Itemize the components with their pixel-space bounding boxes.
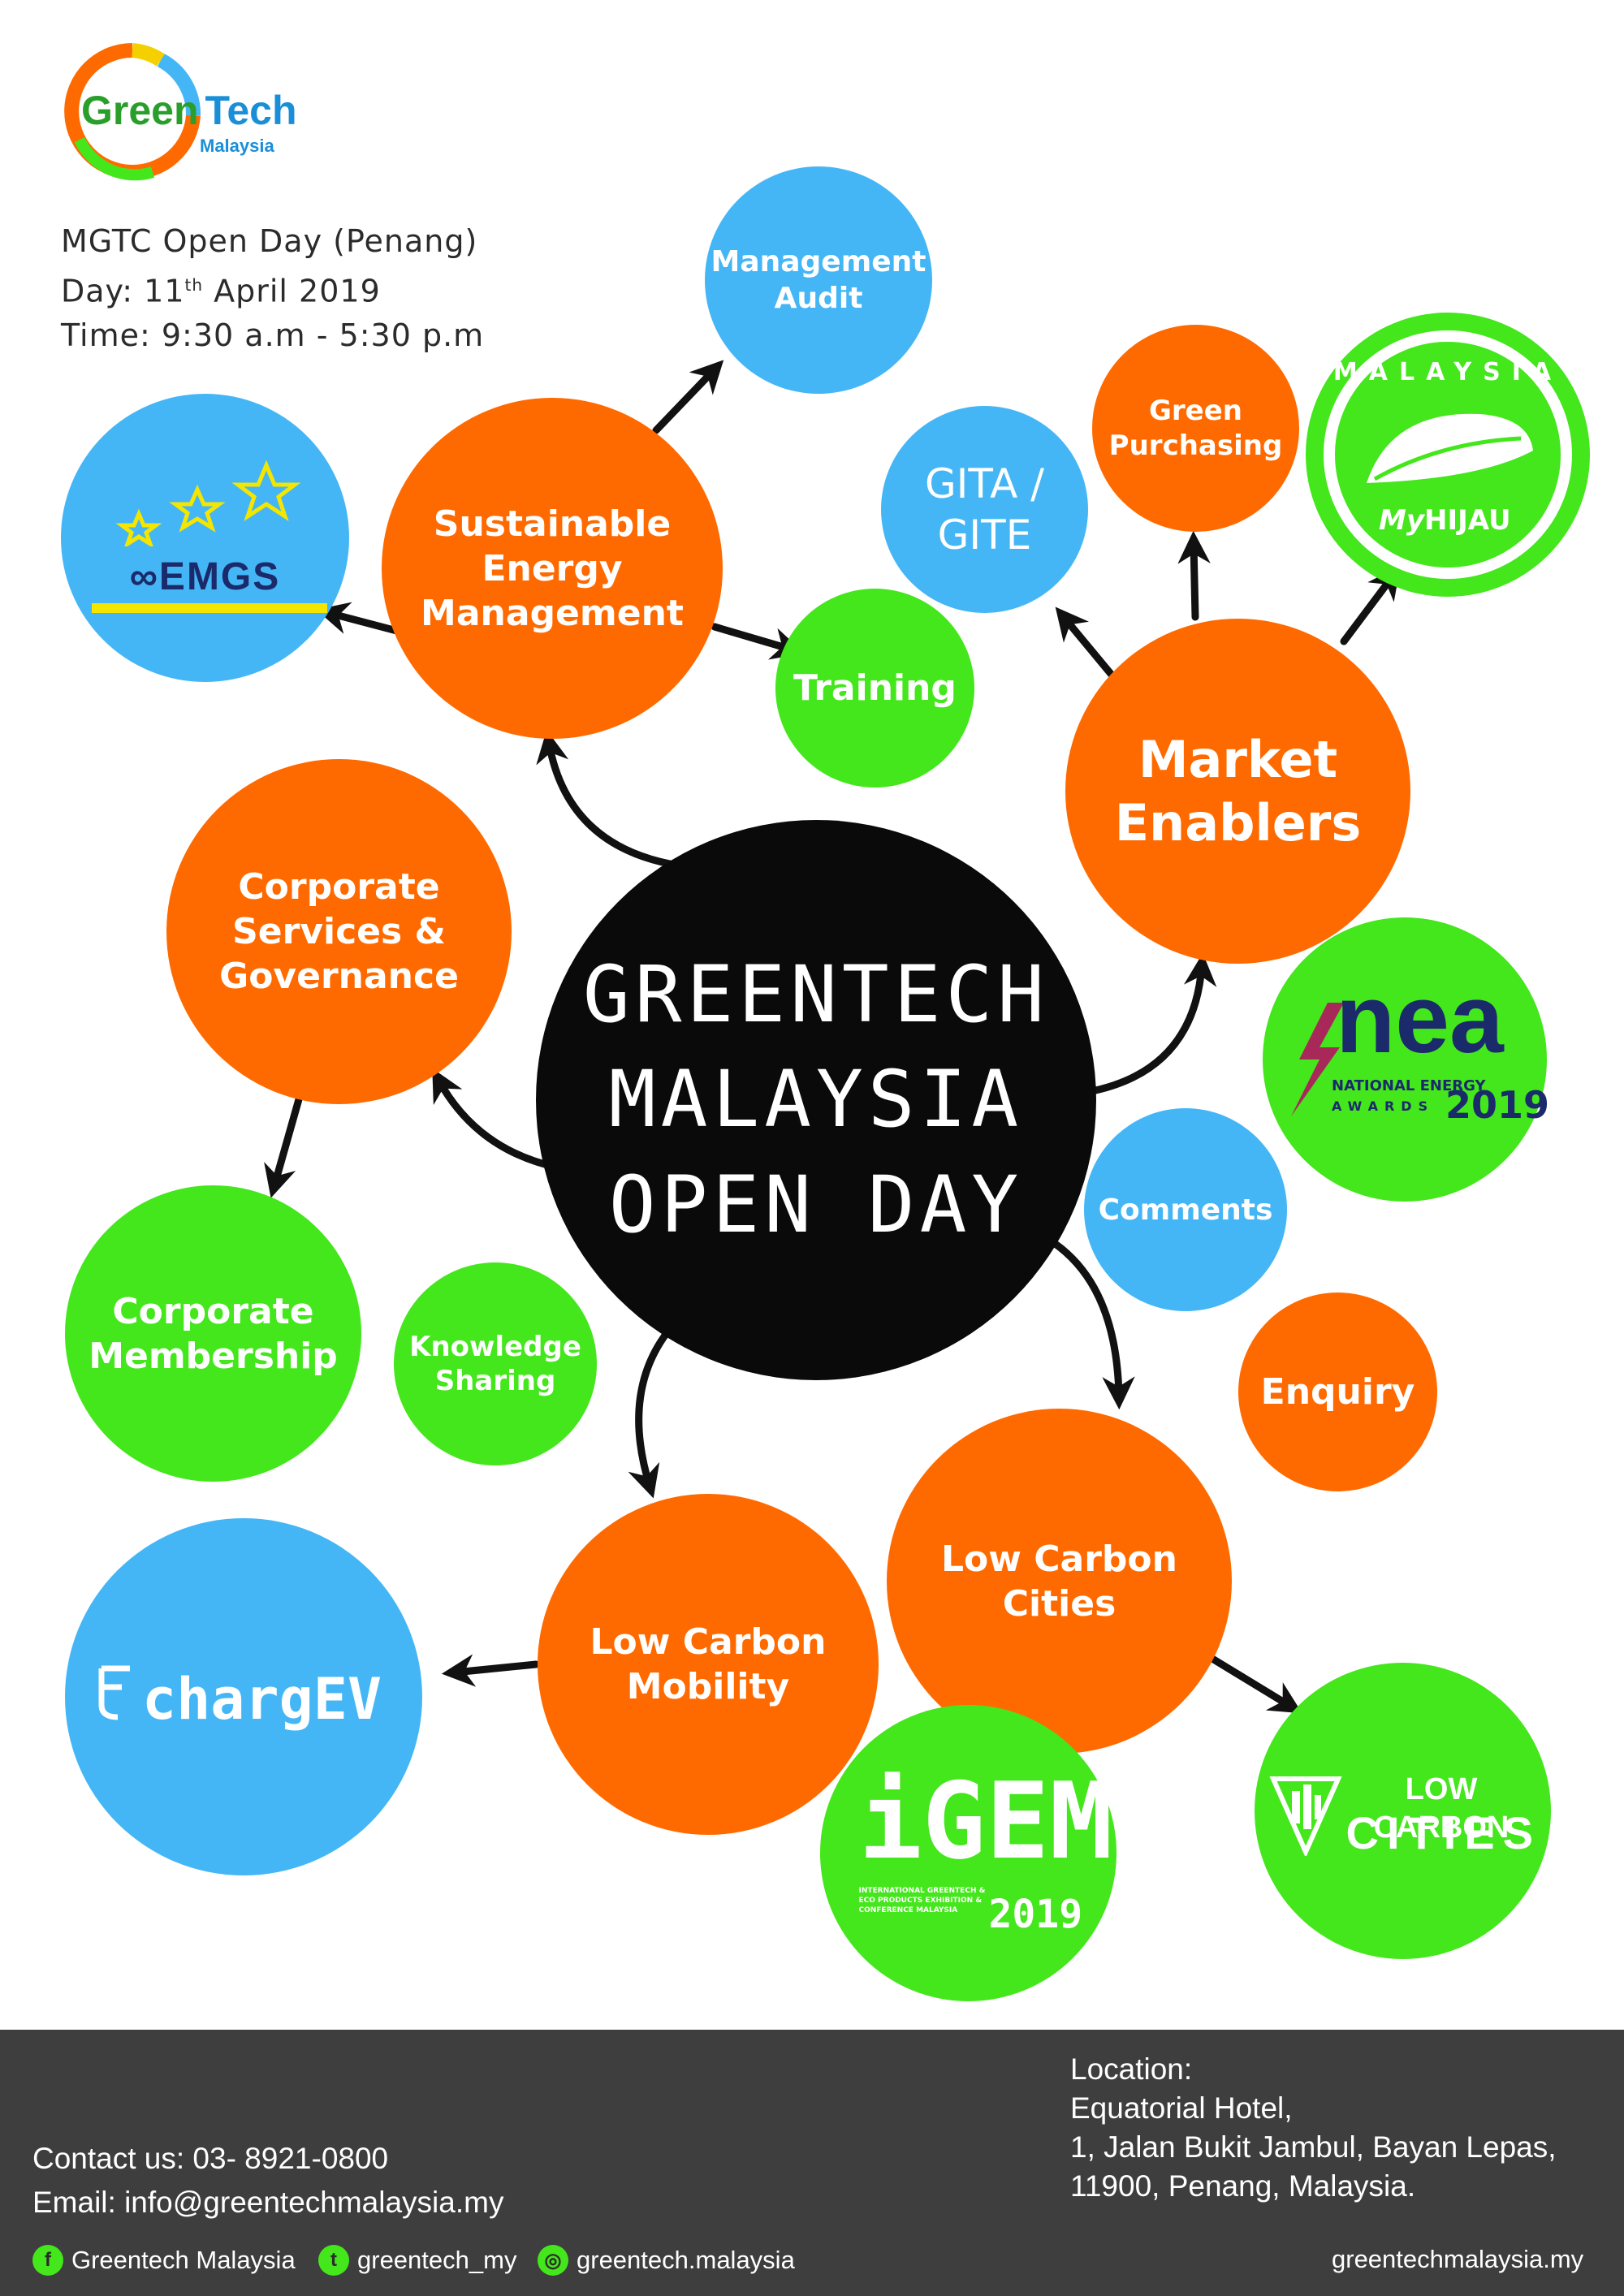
arrow-to-myhijau [1340,566,1401,645]
arrow-to-low-carbon-cities [1035,1230,1135,1410]
event-day: Day: 11th April 2019 [61,273,381,309]
arrow-to-gita [1055,606,1123,688]
igem-main: iGEM [858,1759,1113,1883]
management-audit-circle[interactable]: Management Audit [705,166,932,394]
logo-text-green: Green [81,88,199,133]
logo-ring-icon [64,43,201,181]
low-carbon-cities-circle[interactable]: Low Carbon Cities [887,1409,1232,1754]
myhijau-my: My [1379,504,1424,537]
connector-arrows [264,360,1401,1714]
nea-logo-circle[interactable]: nea NATIONAL ENERGY AWARDS 2019 [1263,917,1550,1202]
arrow-to-market [1084,952,1217,1096]
location-line-1: Equatorial Hotel, [1070,2091,1293,2125]
arrow-to-training [710,623,805,660]
arrow-to-chargev [441,1654,540,1687]
center-line-2: MALAYSIA [608,1054,1024,1146]
leaf-icon [1367,413,1533,483]
emgs-text: EMGS [158,555,281,598]
center-open-day-circle: GREENTECH MALAYSIA OPEN DAY [536,820,1096,1380]
green-purchasing-circle[interactable]: Green Purchasing [1092,325,1299,532]
event-title: MGTC Open Day (Penang) [61,223,478,259]
nea-sub2: AWARDS [1332,1098,1435,1114]
infinity-icon: ∞ [129,555,159,598]
lcc-line2: CITIES [1345,1806,1541,1858]
arrow-to-lcc [1194,1646,1302,1714]
emgs-logo-circle[interactable]: ∞EMGS [61,394,349,682]
logo-text-tech: Tech [205,88,297,133]
website-link[interactable]: greentechmalaysia.my [1332,2245,1584,2273]
myhijau-logo-circle[interactable]: MALAYSIA MyHIJAU [1306,313,1590,597]
igem-sub: INTERNATIONAL GREENTECH & ECO PRODUCTS E… [858,1886,986,1914]
event-time: Time: 9:30 a.m - 5:30 p.m [61,317,485,353]
myhijau-hijau: HIJAU [1424,504,1511,537]
instagram-icon: ◎ [538,2245,568,2276]
enquiry-circle[interactable]: Enquiry [1238,1293,1437,1491]
lcc-line1: LOW CARBON [1373,1772,1510,1845]
contact-email[interactable]: Email: info@greentechmalaysia.my [32,2186,504,2219]
plug-icon [98,1665,130,1720]
facebook-icon: f [32,2245,63,2276]
contact-phone: Contact us: 03- 8921-0800 [32,2142,389,2175]
arrow-to-membership [264,1084,306,1198]
logo-text-malaysia: Malaysia [200,136,274,156]
corporate-membership-circle[interactable]: Corporate Membership [65,1185,361,1482]
nea-year: 2019 [1445,1083,1550,1127]
arrow-to-sustainable [536,730,694,871]
location-line-3: 11900, Penang, Malaysia. [1070,2169,1416,2203]
comments-circle[interactable]: Comments [1084,1108,1287,1311]
training-circle[interactable]: Training [775,589,974,788]
arrow-to-purchasing [1177,530,1211,621]
event-info: MGTC Open Day (Penang) Day: 11th April 2… [61,219,484,357]
lightning-icon [1291,1003,1344,1116]
lcc-logo-circle[interactable]: LOW CARBON CITIES [1255,1663,1551,1959]
building-icon [1268,1776,1342,1856]
low-carbon-mobility-circle[interactable]: Low Carbon Mobility [538,1494,879,1835]
footer-bar: Location: Equatorial Hotel, 1, Jalan Buk… [0,2030,1624,2296]
emgs-underline [91,602,327,613]
market-enablers-circle[interactable]: Market Enablers [1065,619,1410,964]
gita-gite-circle[interactable]: GITA / GITE [881,406,1088,613]
star-icon [115,460,300,546]
nea-sub1: NATIONAL ENERGY [1332,1077,1486,1094]
center-line-3: OPEN DAY [608,1159,1024,1250]
arrow-to-audit [652,360,724,434]
knowledge-sharing-circle[interactable]: Knowledge Sharing [394,1262,597,1465]
sustainable-energy-circle[interactable]: Sustainable Energy Management [382,398,723,739]
location-line-2: 1, Jalan Bukit Jambul, Bayan Lepas, [1070,2130,1557,2164]
center-line-1: GREENTECH [582,948,1050,1040]
igem-year: 2019 [988,1891,1083,1937]
chargev-text: chargEV [142,1666,382,1733]
corporate-services-circle[interactable]: Corporate Services & Governance [166,759,512,1104]
myhijau-top-text: MALAYSIA [1332,358,1563,386]
igem-logo-circle[interactable]: iGEM 2019 INTERNATIONAL GREENTECH & ECO … [820,1705,1116,2001]
nea-main: nea [1336,965,1504,1073]
location-label: Location: [1070,2052,1193,2086]
twitter-icon: t [318,2245,349,2276]
social-instagram[interactable]: ◎greentech.malaysia [538,2245,795,2276]
chargev-logo-circle[interactable]: chargEV [65,1518,422,1875]
